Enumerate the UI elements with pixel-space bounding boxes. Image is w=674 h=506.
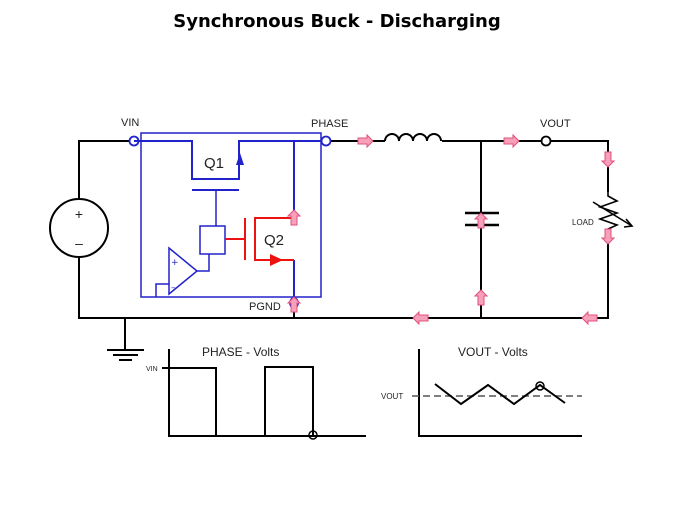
current-arrow-icon — [601, 228, 615, 245]
vout-ripple-trace — [434, 383, 566, 406]
phase-vin-marker: VIN — [146, 366, 158, 373]
vout-ref-marker: VOUT — [381, 392, 403, 401]
q2-arrow-icon — [270, 254, 283, 266]
source-plus: + — [75, 206, 83, 222]
phase-axes — [168, 349, 366, 437]
vout-waveform-title: VOUT - Volts — [458, 345, 528, 359]
q1-channel — [134, 140, 322, 180]
vout-marker-icon — [535, 381, 545, 391]
opamp-icon — [168, 246, 199, 296]
source-circle-icon — [49, 198, 109, 258]
vout-waveform: VOUT - Volts VOUT — [381, 345, 582, 437]
vout-axes — [418, 349, 582, 437]
current-arrow-icon — [503, 134, 520, 148]
inductor-icon — [384, 133, 442, 142]
source-minus: – — [75, 235, 83, 251]
phase-label: PHASE — [311, 118, 348, 130]
phase-marker-icon — [308, 430, 318, 440]
vout-node-icon — [540, 135, 552, 147]
opamp-plus: + — [171, 258, 179, 268]
ground-icon — [107, 349, 144, 361]
current-arrow-icon — [412, 311, 429, 325]
wire-vin — [78, 140, 131, 206]
current-arrows — [287, 134, 615, 325]
load-label: LOAD — [572, 218, 594, 227]
q1-body-diode-arrow-icon — [236, 153, 244, 165]
q1-label: Q1 — [204, 155, 224, 172]
ic-boundary — [140, 132, 322, 298]
wire-vout-load — [550, 140, 609, 192]
opamp-minus: – — [171, 283, 176, 293]
q2-label: Q2 — [264, 232, 284, 249]
voltage-source: + – — [49, 198, 109, 258]
pgnd-label: PGND — [249, 301, 281, 313]
opamp-out-wire — [197, 254, 210, 272]
opamp-fb-wire — [155, 283, 169, 297]
phase-trace — [169, 366, 314, 436]
current-arrow-icon — [601, 151, 615, 168]
controller-ic — [134, 132, 322, 298]
current-arrow-icon — [357, 134, 374, 148]
load-resistor-icon — [592, 192, 634, 232]
wires — [78, 140, 609, 349]
phase-waveform: PHASE - Volts VIN — [146, 345, 366, 440]
page-title: Synchronous Buck - Discharging — [173, 11, 501, 32]
phase-waveform-title: PHASE - Volts — [202, 345, 279, 359]
phase-node-icon — [320, 135, 332, 147]
vin-label: VIN — [121, 117, 139, 129]
current-arrow-icon — [474, 289, 488, 306]
vout-label: VOUT — [540, 118, 571, 130]
driver-block — [199, 225, 226, 255]
wire-ground-rail — [78, 256, 609, 319]
current-arrow-icon — [581, 311, 598, 325]
